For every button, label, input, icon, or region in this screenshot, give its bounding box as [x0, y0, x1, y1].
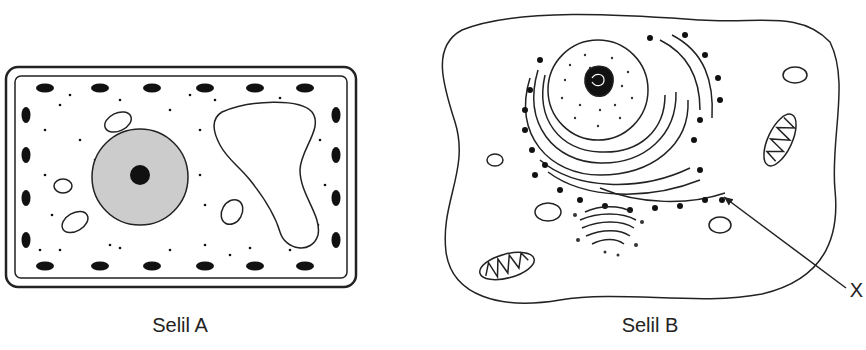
callout-letter: X	[850, 279, 863, 301]
animal-cell	[442, 15, 839, 304]
cell-label: Selil A	[152, 314, 208, 336]
cell-label: Selil B	[622, 314, 679, 336]
plant-cell	[6, 67, 356, 287]
leader-line	[724, 197, 846, 288]
